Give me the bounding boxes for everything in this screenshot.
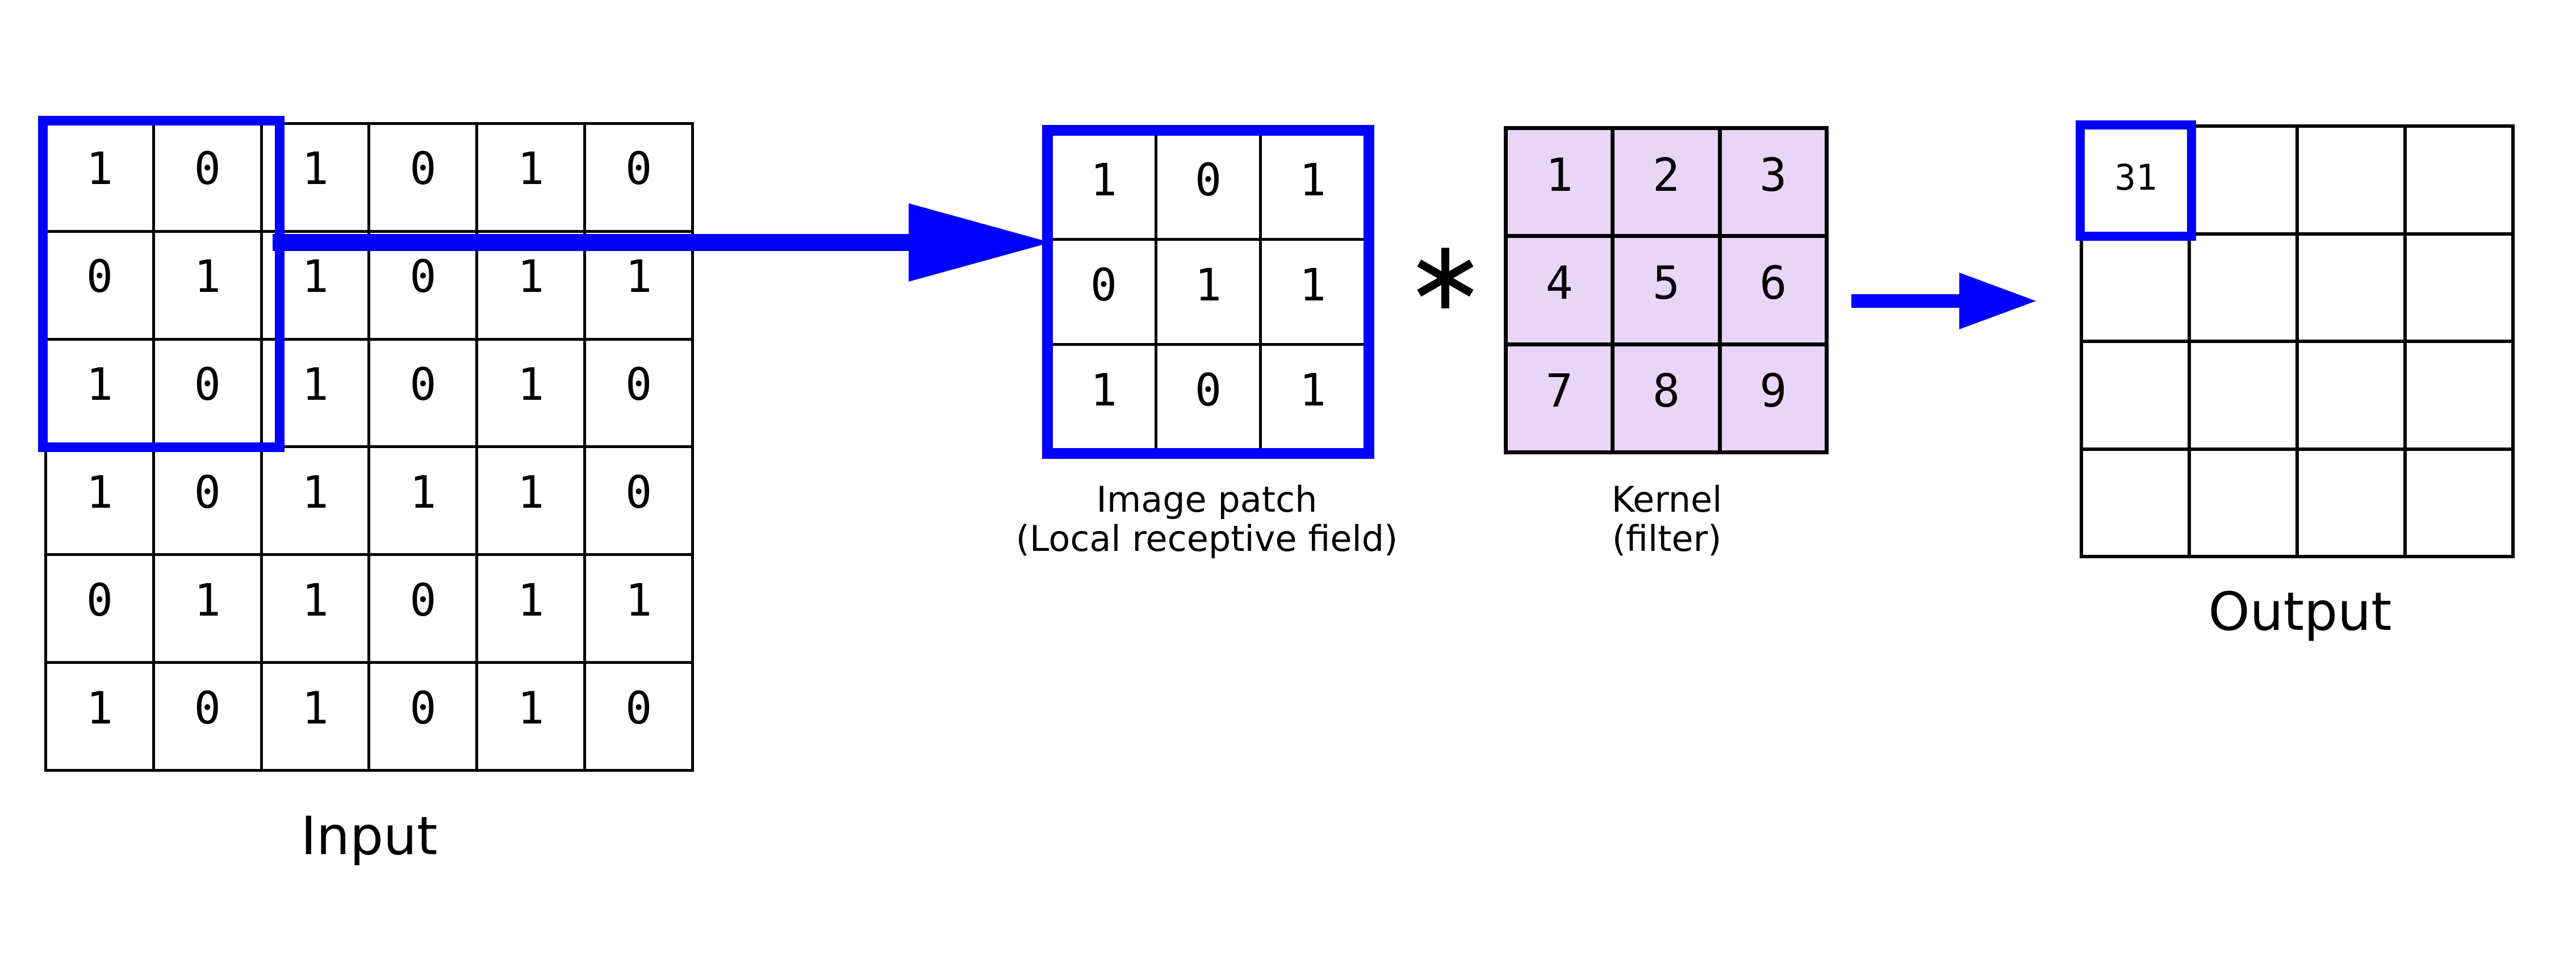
input-receptive-field-highlight	[38, 116, 285, 452]
image-patch-cell-r2c0: 1	[1053, 346, 1155, 448]
output-matrix-cell-r2c0	[2083, 343, 2188, 448]
input-matrix-cell-r4c4: 1	[478, 556, 584, 662]
image-patch-cell-r1c0: 0	[1053, 241, 1155, 343]
input-matrix-cell-r5c2: 1	[262, 664, 368, 769]
kernel-caption: Kernel (filter)	[1499, 480, 1834, 559]
image-patch-cell-r0c0: 1	[1053, 136, 1155, 238]
input-matrix-cell-r4c3: 0	[370, 556, 476, 662]
input-matrix-cell-r3c4: 1	[478, 448, 584, 554]
image-patch-cell-r2c2: 1	[1262, 346, 1364, 448]
output-matrix-cell-r0c0	[2083, 128, 2188, 232]
input-matrix-cell-r3c1: 0	[154, 448, 260, 554]
input-matrix-cell-r5c1: 0	[154, 664, 260, 769]
output-matrix-cell-r0c2	[2299, 128, 2403, 232]
image-patch-cell-r1c2: 1	[1262, 241, 1364, 343]
image-patch-cell-r1c1: 1	[1157, 241, 1259, 343]
input-matrix-cell-r2c5: 0	[586, 340, 691, 446]
output-matrix-cell-r1c3	[2407, 235, 2511, 340]
output-matrix-cell-r1c1	[2191, 235, 2295, 340]
input-matrix-cell-r1c1: 1	[154, 232, 260, 338]
input-matrix-cell-r0c1: 0	[154, 125, 260, 230]
input-matrix-cell-r0c0: 1	[47, 125, 152, 230]
output-matrix-cell-r0c3	[2407, 128, 2511, 232]
output-matrix-cell-r2c3	[2407, 343, 2511, 448]
kernel-cell-r2c2: 9	[1721, 346, 1825, 450]
input-matrix-cell-r0c4: 1	[478, 125, 584, 230]
output-matrix-cell-r1c2	[2299, 235, 2403, 340]
output-value-cell: 31	[2114, 156, 2157, 198]
output-matrix-cell-r3c0	[2083, 450, 2188, 555]
output-caption: Output	[2208, 581, 2392, 642]
image-patch-cell-r0c1: 0	[1157, 136, 1259, 238]
output-matrix-cell-r3c1	[2191, 450, 2295, 555]
kernel-cell-r0c1: 2	[1615, 130, 1718, 235]
kernel-cell-r1c1: 5	[1615, 238, 1718, 342]
input-matrix-cell-r3c5: 0	[586, 448, 691, 554]
kernel-cell-r0c0: 1	[1508, 130, 1611, 235]
input-matrix-cell-r4c2: 1	[262, 556, 368, 662]
input-matrix-cell-r5c5: 0	[586, 664, 691, 769]
input-matrix-cell-r2c0: 1	[47, 340, 152, 446]
image-patch-cell-r2c1: 0	[1157, 346, 1259, 448]
input-matrix-cell-r2c1: 0	[154, 340, 260, 446]
output-matrix-cell-r2c2	[2299, 343, 2403, 448]
input-matrix-cell-r5c0: 1	[47, 664, 152, 769]
kernel-cell-r2c0: 7	[1508, 346, 1611, 450]
convolution-asterisk-icon: ∗	[1404, 219, 1486, 332]
output-matrix-cell-r2c1	[2191, 343, 2295, 448]
kernel-cell-r1c2: 6	[1721, 238, 1825, 342]
input-matrix-cell-r5c4: 1	[478, 664, 584, 769]
input-matrix-cell-r2c4: 1	[478, 340, 584, 446]
input-matrix-cell-r3c3: 1	[370, 448, 476, 554]
input-matrix-cell-r4c0: 0	[47, 556, 152, 662]
input-matrix-cell-r0c5: 0	[586, 125, 691, 230]
kernel-caption-line2: (filter)	[1612, 518, 1722, 560]
output-matrix-cell-r1c0	[2083, 235, 2188, 340]
extract-patch-arrow-icon	[273, 203, 1051, 282]
kernel-cell-r1c0: 4	[1508, 238, 1611, 342]
input-matrix-cell-r2c3: 0	[370, 340, 476, 446]
image-patch-caption: Image patch (Local receptive field)	[897, 480, 1516, 559]
output-highlight-cell-border	[2076, 120, 2196, 241]
input-matrix-cell-r0c3: 0	[370, 125, 476, 230]
kernel-caption-line1: Kernel	[1611, 479, 1722, 520]
kernel-cell-r0c2: 3	[1721, 130, 1825, 235]
input-matrix-cell-r4c5: 1	[586, 556, 691, 662]
input-matrix-cell-r4c1: 1	[154, 556, 260, 662]
output-matrix	[2080, 124, 2515, 558]
input-matrix-cell-r5c3: 0	[370, 664, 476, 769]
output-matrix-cell-r0c1	[2191, 128, 2295, 232]
input-matrix-cell-r3c2: 1	[262, 448, 368, 554]
produces-arrow-icon	[1851, 273, 2036, 329]
input-matrix-cell-r3c0: 1	[47, 448, 152, 554]
image-patch-caption-line2: (Local receptive field)	[1015, 518, 1398, 560]
kernel-cell-r2c1: 8	[1615, 346, 1718, 450]
input-matrix-cell-r1c0: 0	[47, 232, 152, 338]
input-caption: Input	[300, 805, 438, 867]
image-patch-cell-r0c2: 1	[1262, 136, 1364, 238]
output-matrix-cell-r3c3	[2407, 450, 2511, 555]
image-patch-caption-line1: Image patch	[1096, 479, 1318, 520]
output-matrix-cell-r3c2	[2299, 450, 2403, 555]
